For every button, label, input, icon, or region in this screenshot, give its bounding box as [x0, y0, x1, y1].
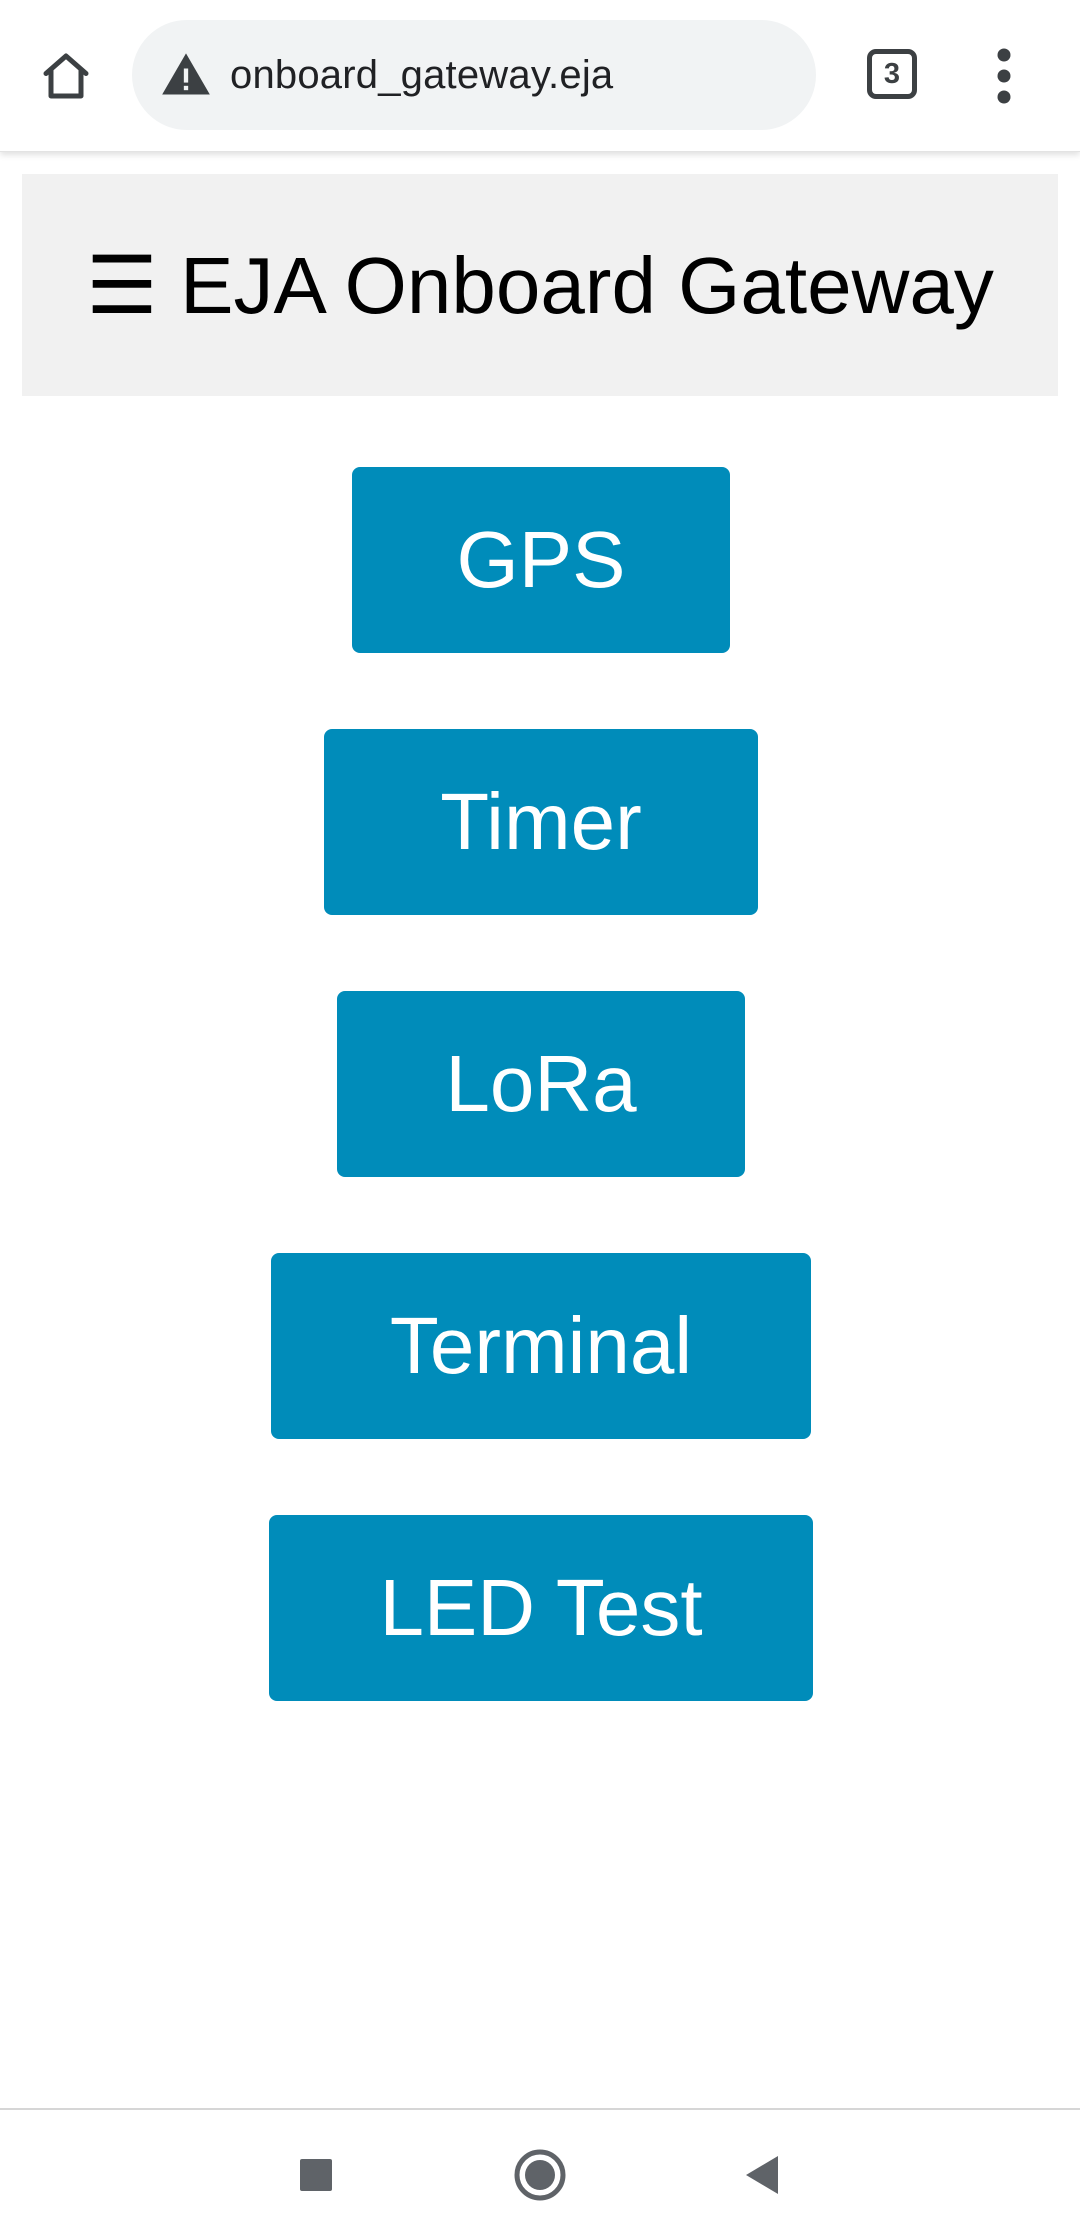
system-nav-bar — [0, 2108, 1080, 2238]
home-circle-icon — [514, 2149, 566, 2201]
recents-button[interactable] — [276, 2135, 356, 2215]
tab-count: 3 — [883, 57, 901, 90]
home-button[interactable] — [26, 36, 106, 116]
tab-switcher-button[interactable]: 3 — [864, 46, 920, 102]
browser-menu-button[interactable] — [976, 40, 1032, 112]
tab-switcher-icon: 3 — [867, 49, 917, 99]
back-button[interactable] — [722, 2135, 802, 2215]
recents-icon — [300, 2159, 332, 2191]
warning-icon[interactable] — [160, 49, 212, 101]
url-text: onboard_gateway.eja — [230, 52, 614, 97]
gps-button[interactable]: GPS — [352, 467, 730, 653]
more-vert-icon — [997, 48, 1011, 104]
page-title-text: EJA Onboard Gateway — [180, 240, 994, 330]
home-icon — [43, 53, 89, 99]
terminal-button[interactable]: Terminal — [271, 1253, 811, 1439]
browser-toolbar: onboard_gateway.eja 3 — [0, 0, 1080, 152]
back-icon — [746, 2156, 778, 2194]
page-header: ☰ EJA Onboard Gateway — [22, 174, 1058, 396]
system-home-button[interactable] — [500, 2135, 580, 2215]
page-title: ☰ EJA Onboard Gateway — [86, 239, 994, 332]
led-test-button[interactable]: LED Test — [269, 1515, 813, 1701]
timer-button[interactable]: Timer — [324, 729, 758, 915]
address-bar[interactable]: onboard_gateway.eja — [132, 20, 816, 130]
hamburger-menu-icon[interactable]: ☰ — [86, 240, 158, 330]
lora-button[interactable]: LoRa — [337, 991, 745, 1177]
